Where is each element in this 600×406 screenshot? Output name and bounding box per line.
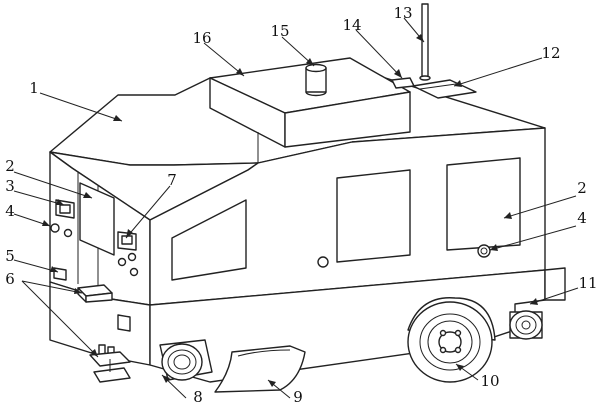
side-window-rear	[446, 157, 521, 251]
part-labels: 1 2 3 4 5 6 7 8 9 10 11 2 4 12 13 14 15 …	[5, 4, 597, 406]
roof-panel	[412, 79, 477, 99]
side-window-middle	[336, 169, 411, 263]
label-5: 5	[5, 247, 15, 265]
label-8: 8	[193, 388, 203, 406]
leader-lines	[13, 17, 579, 399]
label-15: 15	[270, 22, 289, 40]
label-2-left: 2	[5, 157, 15, 175]
front-brush	[89, 344, 131, 383]
rear-wheel-11	[509, 310, 543, 340]
side-brush-8	[159, 339, 213, 381]
label-4-left: 4	[5, 202, 15, 220]
roof-cylinder	[305, 63, 327, 97]
front-window	[79, 182, 115, 256]
label-6: 6	[5, 270, 15, 288]
label-12: 12	[541, 44, 560, 62]
front-details	[50, 199, 491, 332]
front-holder	[77, 284, 113, 303]
label-14: 14	[342, 16, 361, 34]
roof-sensor	[391, 77, 415, 89]
label-9: 9	[293, 388, 303, 406]
label-16: 16	[192, 29, 211, 47]
roof-box-side	[284, 91, 411, 148]
label-1: 1	[29, 79, 39, 97]
drive-wheel-10	[407, 297, 496, 383]
antenna	[419, 3, 431, 81]
label-2-right: 2	[577, 179, 587, 197]
front-side-window	[171, 199, 247, 281]
label-4-right: 4	[577, 209, 587, 227]
label-3: 3	[5, 177, 15, 195]
label-11: 11	[578, 274, 597, 292]
label-13: 13	[393, 4, 412, 22]
label-7: 7	[167, 171, 177, 189]
rear-housing	[544, 267, 566, 301]
windows	[79, 157, 521, 281]
label-10: 10	[480, 372, 499, 390]
